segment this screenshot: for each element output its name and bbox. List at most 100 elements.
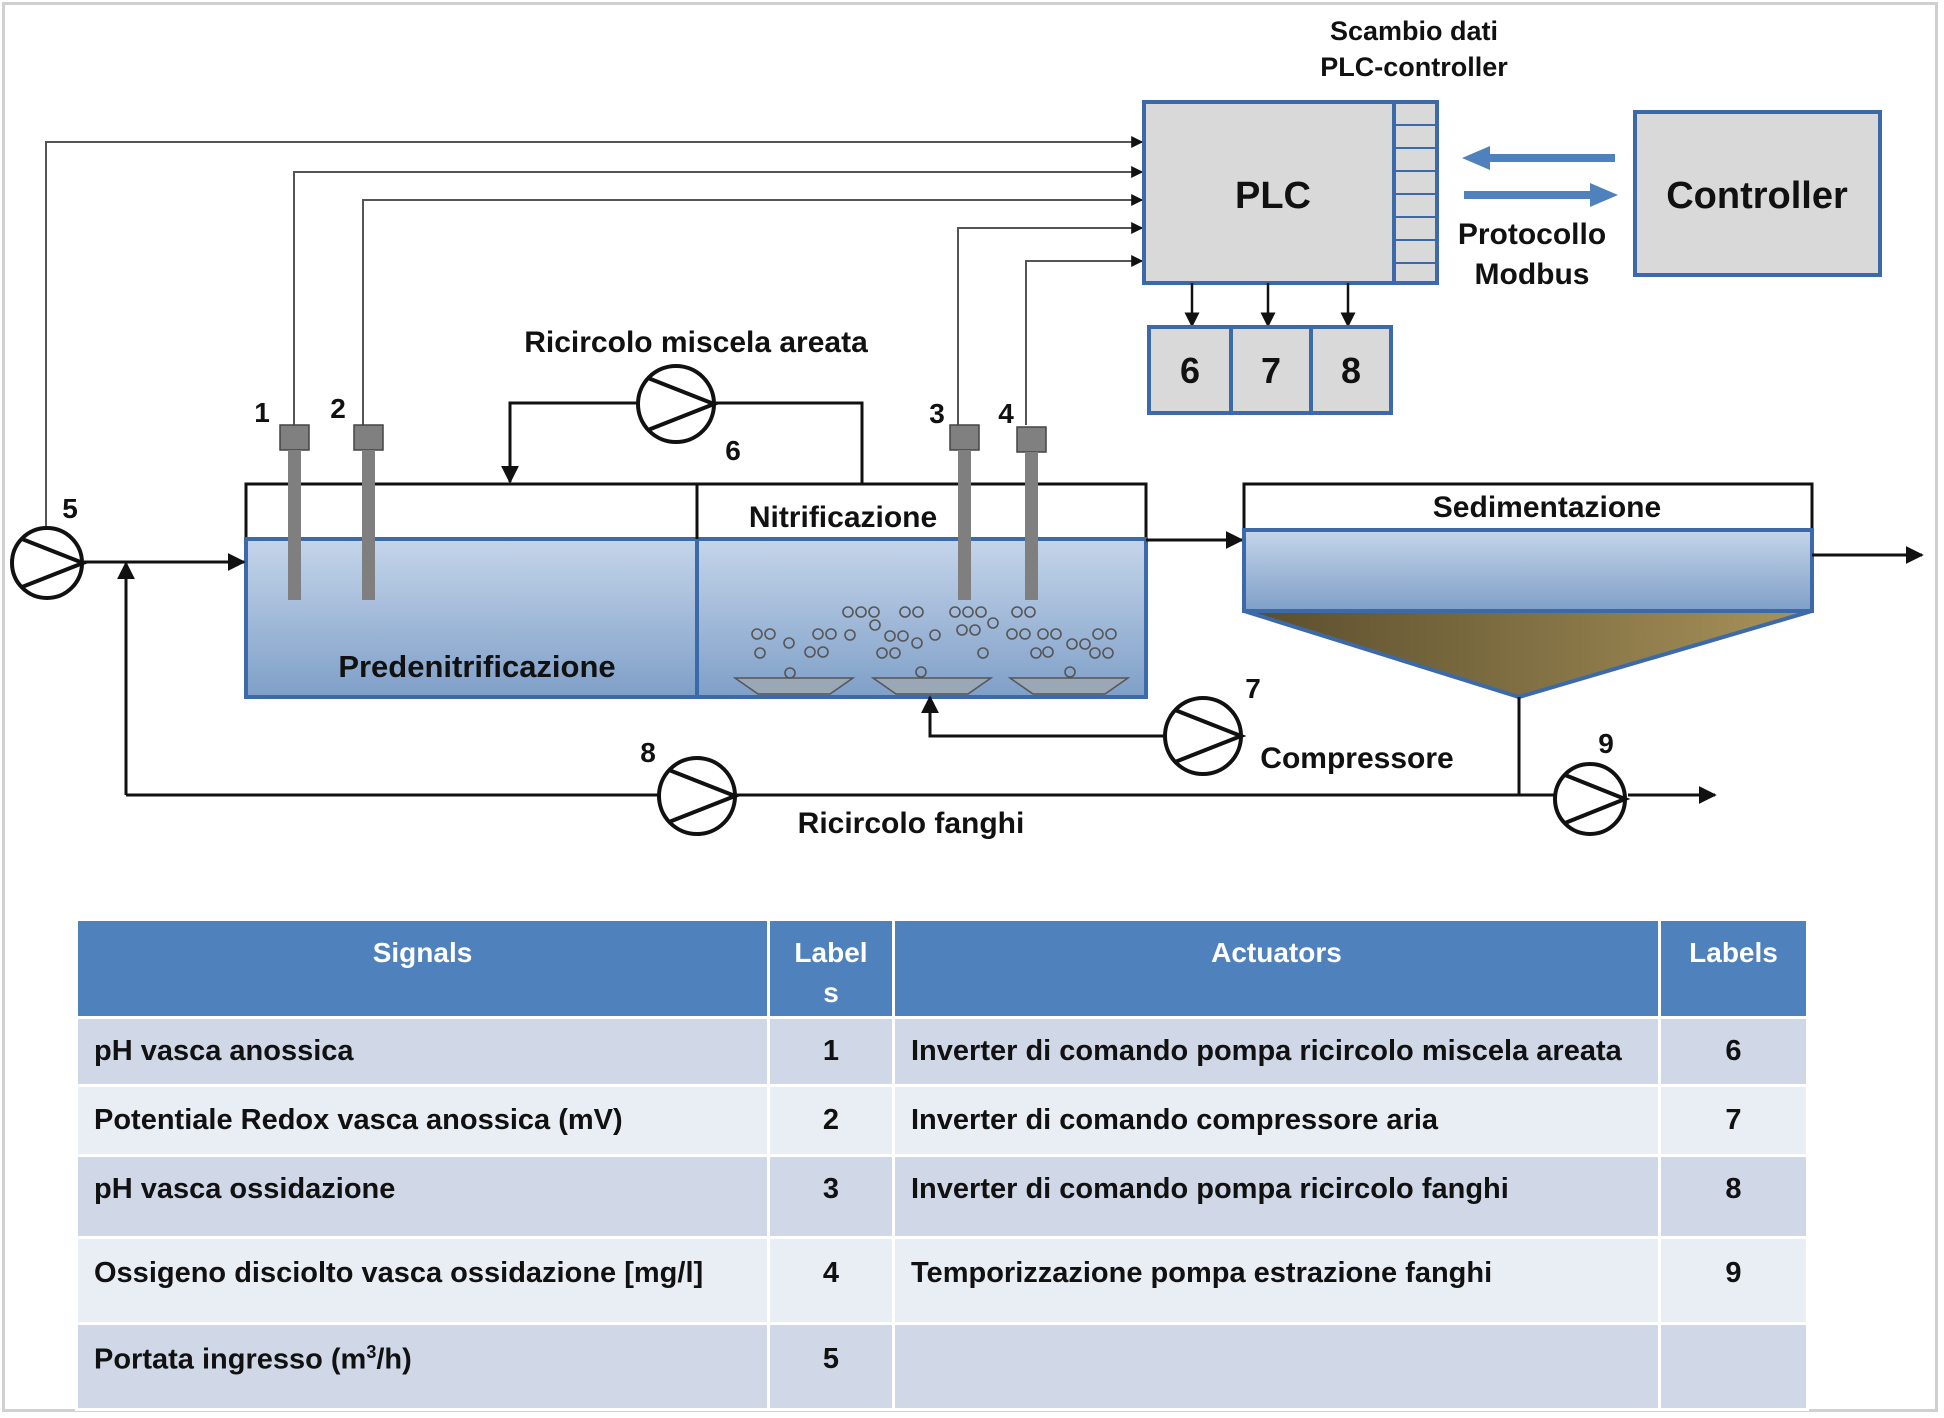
actuator-name: Inverter di comando pompa ricircolo misc… xyxy=(892,1016,1661,1087)
arrow-to-controller xyxy=(1464,183,1618,207)
probe-2 xyxy=(353,424,384,600)
probe-number-4: 4 xyxy=(998,398,1014,429)
header-actuators: Actuators xyxy=(892,918,1661,1019)
signal-label: 1 xyxy=(767,1016,895,1087)
table-row: Ossigeno disciolto vasca ossidazione [mg… xyxy=(75,1236,1809,1325)
plc-title: PLC xyxy=(1235,175,1311,217)
header-labels-part-1: Label xyxy=(794,937,868,968)
sludge-hopper xyxy=(1243,609,1813,700)
plc-output-arrows xyxy=(1184,283,1356,328)
signal-label: 4 xyxy=(767,1236,895,1325)
output-box-7 xyxy=(1229,325,1313,415)
sludge-lines xyxy=(117,561,1717,804)
compressor-label: Compressore xyxy=(1260,742,1453,775)
probe-3 xyxy=(949,424,980,600)
nitrification-label: Nitrificazione xyxy=(749,501,937,534)
actuator-label: 6 xyxy=(1658,1016,1809,1087)
signal-wires xyxy=(45,136,1144,528)
compressor-air-line xyxy=(921,695,1165,738)
actuator-label: 7 xyxy=(1658,1084,1809,1157)
predenitrification-label: Predenitrificazione xyxy=(338,649,615,684)
probe-number-2: 2 xyxy=(330,393,346,424)
output-box-8 xyxy=(1309,325,1393,415)
table-row: pH vasca anossica 1 Inverter di comando … xyxy=(75,1016,1809,1087)
actuator-label: 8 xyxy=(1658,1154,1809,1239)
actuator-name: Inverter di comando pompa ricircolo fang… xyxy=(892,1154,1661,1239)
exchange-label-line-2: PLC-controller xyxy=(1320,52,1508,82)
sedimentation-label: Sedimentazione xyxy=(1433,491,1661,524)
actuator-name: Temporizzazione pompa estrazione fanghi xyxy=(892,1236,1661,1325)
sedimentation-water xyxy=(1242,528,1814,613)
header-actuator-labels: Labels xyxy=(1658,918,1809,1019)
arrow-to-plc xyxy=(1462,146,1615,170)
probe-number-1: 1 xyxy=(254,397,270,428)
header-labels-part-2: s xyxy=(823,977,839,1008)
pump-number-8: 8 xyxy=(640,737,656,768)
plc-io-strip xyxy=(1392,100,1439,285)
signal-text-prefix: Portata ingresso (m xyxy=(94,1343,367,1376)
wire-probe-2 xyxy=(362,194,1144,425)
header-signal-labels: Label s xyxy=(767,918,895,1019)
wire-inlet-flow xyxy=(45,136,1144,528)
signal-label: 2 xyxy=(767,1084,895,1157)
pump-number-9: 9 xyxy=(1598,728,1614,759)
signal-name: Ossigeno disciolto vasca ossidazione [mg… xyxy=(75,1236,770,1325)
output-label-6: 6 xyxy=(1180,350,1200,391)
plc-block: PLC xyxy=(1142,100,1439,285)
plc-box xyxy=(1142,100,1396,285)
signal-name: pH vasca ossidazione xyxy=(75,1154,770,1239)
pump-number-6: 6 xyxy=(725,435,741,466)
header-signals: Signals xyxy=(75,918,770,1019)
plc-output-boxes: 6 7 8 xyxy=(1147,325,1393,415)
probe-1 xyxy=(279,424,310,600)
table-row: Potentiale Redox vasca anossica (mV) 2 I… xyxy=(75,1084,1809,1157)
actuator-name: Inverter di comando compressore aria xyxy=(892,1084,1661,1157)
air-diffusers xyxy=(732,677,1131,695)
output-label-8: 8 xyxy=(1341,350,1361,391)
wire-probe-4 xyxy=(1025,255,1144,425)
sludge-extraction-pump xyxy=(1553,762,1631,836)
pump-number-5: 5 xyxy=(62,493,78,524)
process-diagram: PLC Scambio dati PLC-controller 6 7 8 Co… xyxy=(10,16,1924,840)
signal-label: 3 xyxy=(767,1154,895,1239)
predenitrification-water xyxy=(244,537,699,699)
signal-label: 5 xyxy=(767,1322,895,1411)
signal-text-suffix: /h) xyxy=(376,1343,412,1376)
table-row: pH vasca ossidazione 3 Inverter di coman… xyxy=(75,1154,1809,1239)
probe-number-3: 3 xyxy=(929,398,945,429)
recirc-mixed-label: Ricircolo miscela areata xyxy=(524,326,868,359)
actuator-label: 9 xyxy=(1658,1236,1809,1325)
sedimentation-tank: Sedimentazione xyxy=(1242,482,1814,700)
probe-4 xyxy=(1016,426,1047,600)
signal-name: Portata ingresso (m3/h) xyxy=(75,1322,770,1411)
inlet-pump xyxy=(10,526,89,600)
table-row: Portata ingresso (m3/h) 5 xyxy=(75,1322,1809,1411)
actuator-name xyxy=(892,1322,1661,1411)
signal-superscript: 3 xyxy=(366,1342,377,1363)
controller-box xyxy=(1633,110,1882,277)
wire-probe-1 xyxy=(293,166,1144,425)
exchange-label-line-1: Scambio dati xyxy=(1330,16,1498,46)
sludge-recirc-label: Ricircolo fanghi xyxy=(798,807,1025,840)
mixed-liquor-recirculation xyxy=(501,401,864,484)
protocol-label-line-1: Protocollo xyxy=(1458,218,1606,251)
output-label-7: 7 xyxy=(1261,350,1281,391)
wire-probe-3 xyxy=(957,222,1144,425)
plc-io-slots xyxy=(1394,124,1437,264)
signal-name: Potentiale Redox vasca anossica (mV) xyxy=(75,1084,770,1157)
protocol-label-line-2: Modbus xyxy=(1475,258,1590,291)
pump-number-7: 7 xyxy=(1245,673,1261,704)
controller-title: Controller xyxy=(1666,175,1848,217)
compressor-pump xyxy=(1163,696,1247,776)
modbus-arrows xyxy=(1462,146,1618,207)
air-bubbles xyxy=(751,606,1117,679)
signal-name: pH vasca anossica xyxy=(75,1016,770,1087)
probes: 1 2 3 4 xyxy=(254,393,1047,600)
sludge-recirculation-pump xyxy=(657,756,741,836)
recirculation-pump xyxy=(636,364,720,444)
actuator-label xyxy=(1658,1322,1809,1411)
nitrification-water xyxy=(695,537,1148,699)
